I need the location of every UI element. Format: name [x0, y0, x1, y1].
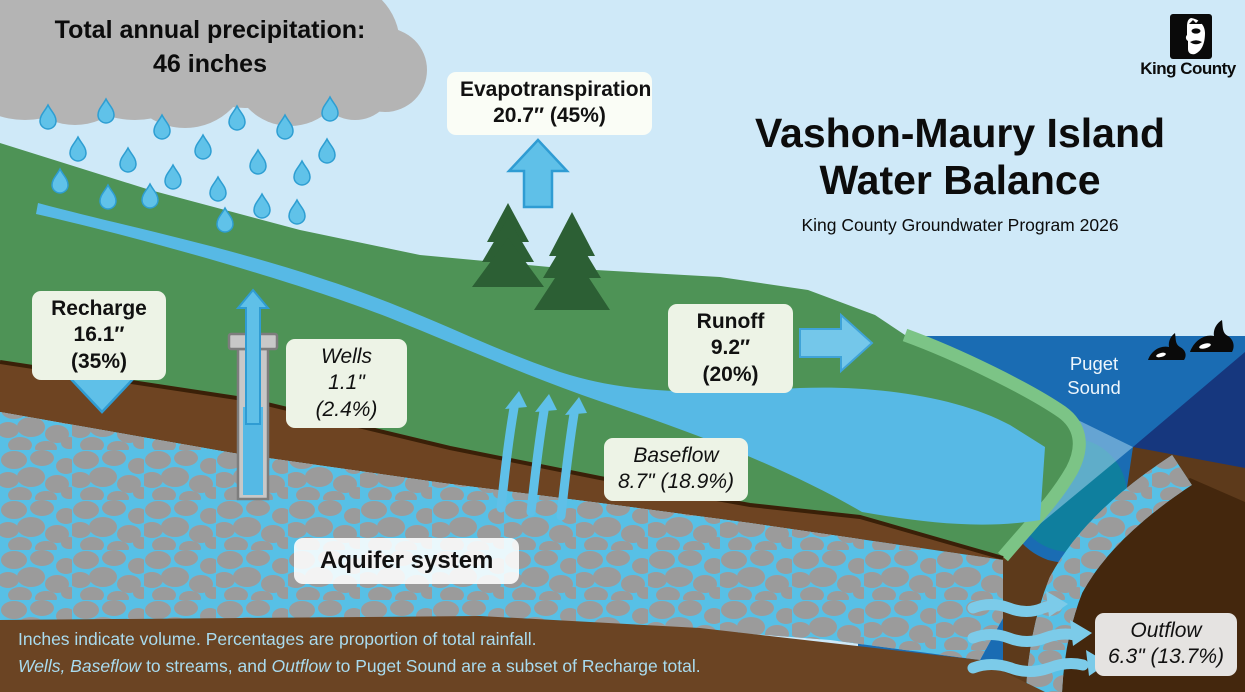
evapotranspiration-value: 20.7″ (45%) [493, 104, 606, 128]
tree-icons [472, 203, 610, 310]
outflow-arrow-icons [967, 591, 1108, 677]
puget-sound-line2: Sound [1067, 377, 1121, 399]
precipitation-caption-line2: 46 inches [153, 49, 267, 78]
outflow-label: Outflow 6.3" (13.7%) [1095, 613, 1237, 676]
footnote: Inches indicate volume. Percentages are … [18, 626, 918, 680]
page-title: Vashon-Maury Island Water Balance King C… [735, 110, 1185, 235]
shoreline-band [902, 328, 1086, 562]
recharge-name: Recharge [51, 297, 147, 320]
precipitation-caption: Total annual precipitation: 46 inches [35, 14, 385, 82]
outflow-value: 6.3" (13.7%) [1108, 645, 1225, 669]
lower-soil-strip [0, 616, 1045, 692]
puget-sound-line1: Puget [1069, 353, 1119, 374]
aquifer-system-label: Aquifer system [294, 538, 520, 584]
title-line2: Water Balance [819, 157, 1101, 204]
evapotranspiration-up-arrow-icon [506, 138, 570, 209]
wells-value: 1.1" (2.4%) [315, 371, 378, 421]
runoff-name: Runoff [696, 310, 765, 333]
recharge-value: 16.1″ (35%) [70, 323, 128, 373]
outflow-name: Outflow [1130, 619, 1202, 642]
wells-name: Wells [321, 345, 372, 368]
footnote-line2-italic2: Outflow [271, 656, 331, 677]
footnote-line1: Inches indicate volume. Percentages are … [18, 629, 537, 649]
title-line1: Vashon-Maury Island [754, 110, 1166, 156]
orca-icons [1148, 320, 1234, 360]
baseflow-name: Baseflow [633, 444, 719, 467]
title-subtitle: King County Groundwater Program 2026 [801, 215, 1119, 236]
baseflow-value: 8.7" (18.9%) [617, 470, 734, 494]
runoff-label: Runoff 9.2″ (20%) [668, 304, 793, 393]
baseflow-arrow-icons [496, 391, 587, 521]
coastal-aquifer-band [1026, 454, 1192, 692]
king-county-logo-text: King County [1140, 59, 1236, 78]
well [227, 288, 279, 501]
well-up-arrow-icon [235, 288, 271, 425]
evapotranspiration-name: Evapotranspiration [460, 78, 652, 101]
puget-sound-label: Puget Sound [1038, 352, 1150, 400]
precipitation-caption-line1: Total annual precipitation: [54, 16, 366, 44]
runoff-right-arrow-icon [799, 312, 874, 374]
evapotranspiration-label: Evapotranspiration 20.7″ (45%) [447, 72, 652, 135]
footnote-line2-italic1: Wells, Baseflow [18, 656, 142, 677]
footnote-line2-text1: to streams, and [141, 656, 272, 677]
runoff-value: 9.2″ (20%) [702, 336, 759, 386]
baseflow-label: Baseflow 8.7" (18.9%) [604, 438, 748, 501]
wells-label: Wells 1.1" (2.4%) [286, 339, 407, 428]
footnote-line2-text2: to Puget Sound are a subset of Recharge … [330, 656, 701, 677]
footnote-line2: Wells, Baseflow to streams, and Outflow … [18, 653, 918, 680]
rain-cloud [0, 0, 427, 128]
stream [36, 203, 1045, 525]
king-county-logo-icon [1170, 14, 1212, 59]
recharge-label: Recharge 16.1″ (35%) [32, 291, 166, 380]
